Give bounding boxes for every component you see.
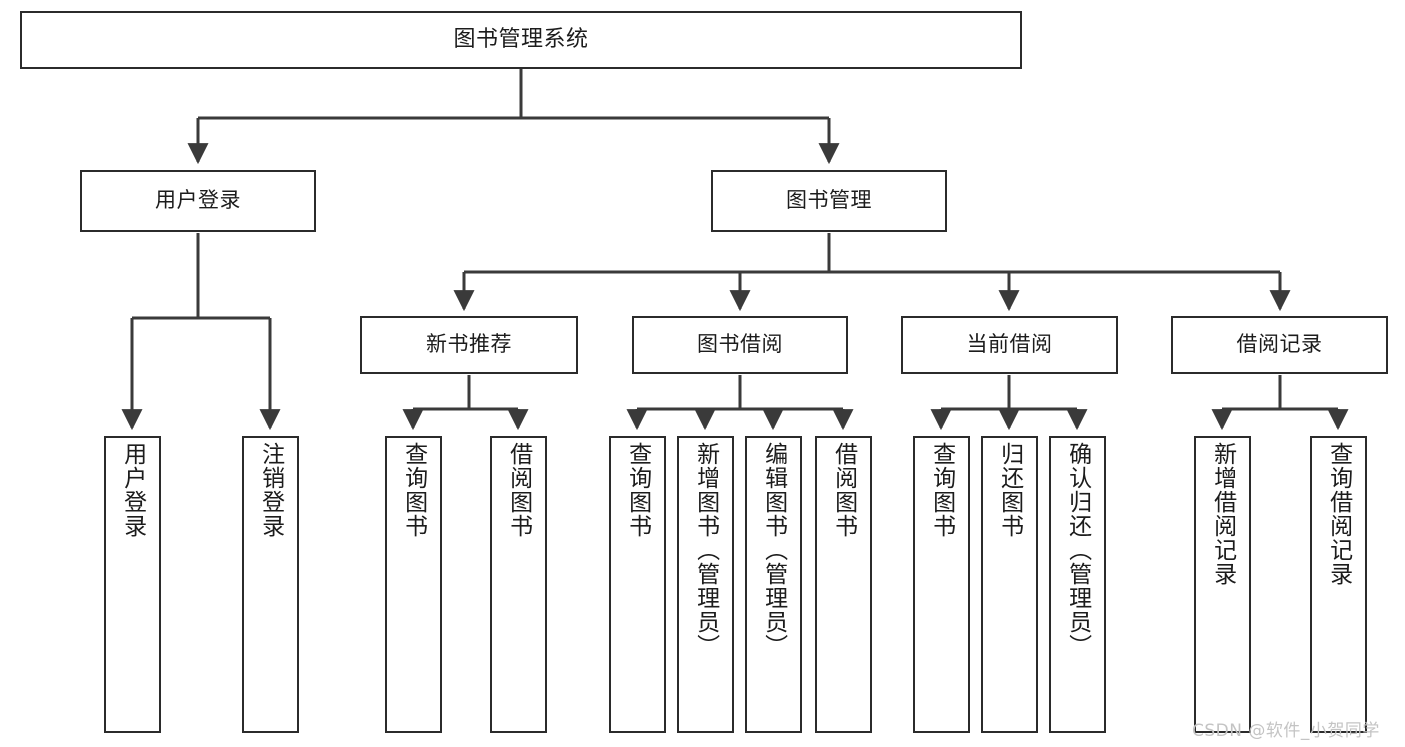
leaf-user-login[interactable]: 用户登录 — [104, 436, 161, 733]
leaf-query-book-2-label: 查询图书 — [624, 442, 651, 538]
leaf-edit-book[interactable]: 编辑图书（管理员） — [745, 436, 802, 733]
leaf-confirm-return[interactable]: 确认归还（管理员） — [1049, 436, 1106, 733]
leaf-logout-login-label: 注销登录 — [257, 442, 284, 538]
leaf-query-book-1[interactable]: 查询图书 — [385, 436, 442, 733]
node-new-book-rec-label: 新书推荐 — [426, 332, 512, 357]
node-borrow-record[interactable]: 借阅记录 — [1171, 316, 1388, 374]
leaf-query-book-2[interactable]: 查询图书 — [609, 436, 666, 733]
leaf-user-login-label: 用户登录 — [119, 442, 146, 538]
leaf-query-book-3[interactable]: 查询图书 — [913, 436, 970, 733]
leaf-query-book-1-label: 查询图书 — [400, 442, 427, 538]
leaf-return-book-label: 归还图书 — [996, 442, 1023, 538]
leaf-return-book[interactable]: 归还图书 — [981, 436, 1038, 733]
leaf-borrow-book-1-label: 借阅图书 — [505, 442, 532, 538]
node-book-borrow[interactable]: 图书借阅 — [632, 316, 848, 374]
leaf-add-record-label: 新增借阅记录 — [1209, 442, 1236, 586]
leaf-edit-book-label: 编辑图书（管理员） — [760, 442, 787, 658]
node-root[interactable]: 图书管理系统 — [20, 11, 1022, 69]
leaf-borrow-book-1[interactable]: 借阅图书 — [490, 436, 547, 733]
leaf-query-book-3-label: 查询图书 — [928, 442, 955, 538]
leaf-logout-login[interactable]: 注销登录 — [242, 436, 299, 733]
node-current-borrow-label: 当前借阅 — [966, 332, 1053, 357]
node-book-manage-label: 图书管理 — [786, 188, 872, 213]
leaf-confirm-return-label: 确认归还（管理员） — [1064, 442, 1091, 658]
csdn-watermark: CSDN @软件_小贺同学 — [1192, 721, 1380, 741]
node-book-borrow-label: 图书借阅 — [697, 332, 783, 357]
node-borrow-record-label: 借阅记录 — [1236, 332, 1323, 357]
leaf-borrow-book-2-label: 借阅图书 — [830, 442, 857, 538]
leaf-query-record[interactable]: 查询借阅记录 — [1310, 436, 1367, 733]
leaf-add-record[interactable]: 新增借阅记录 — [1194, 436, 1251, 733]
leaf-add-book-label: 新增图书（管理员） — [692, 442, 719, 658]
node-book-manage[interactable]: 图书管理 — [711, 170, 947, 232]
leaf-borrow-book-2[interactable]: 借阅图书 — [815, 436, 872, 733]
node-new-book-rec[interactable]: 新书推荐 — [360, 316, 578, 374]
leaf-add-book[interactable]: 新增图书（管理员） — [677, 436, 734, 733]
node-user-login-label: 用户登录 — [155, 188, 241, 213]
node-root-label: 图书管理系统 — [453, 26, 589, 52]
node-current-borrow[interactable]: 当前借阅 — [901, 316, 1118, 374]
node-user-login[interactable]: 用户登录 — [80, 170, 316, 232]
leaf-query-record-label: 查询借阅记录 — [1325, 442, 1352, 586]
